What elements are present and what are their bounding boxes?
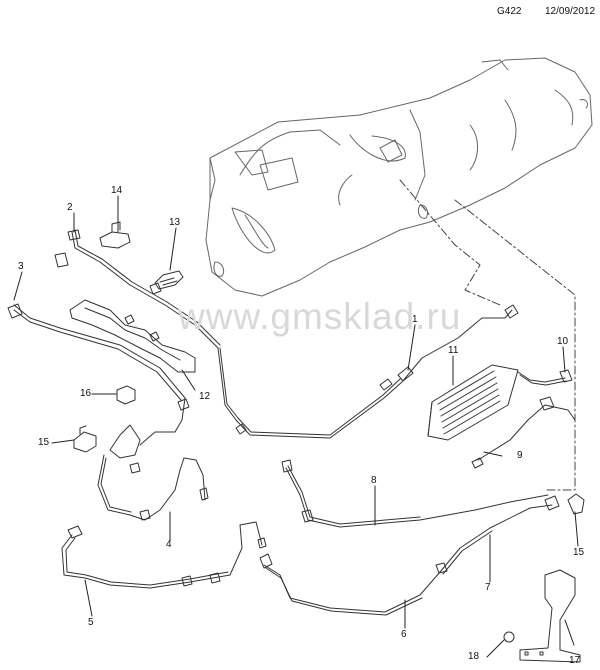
callout-11: 11 [448,345,459,356]
fuel-tank [205,57,593,297]
pipe-5 [61,521,263,589]
callout-7: 7 [485,582,491,593]
callout-12: 12 [199,391,211,402]
diagram-date: 12/09/2012 [545,6,596,17]
callout-8: 8 [371,475,377,486]
pipe-8 [285,467,549,528]
callout-3: 3 [18,261,24,272]
pipe-7 [439,504,553,573]
watermark: www.gmsklad.ru [178,296,462,337]
callout-1: 1 [412,314,418,325]
bracket-12 [69,299,196,373]
pipe-9 [477,404,576,461]
clip-15-left [73,431,97,453]
callout-5: 5 [88,617,94,628]
bracket-17 [519,569,581,663]
callout-6: 6 [401,629,407,640]
pipe-6 [263,564,441,613]
clip-16 [116,385,136,405]
callout-16: 16 [80,388,92,399]
pipe-4 [97,454,206,521]
callout-13: 13 [169,217,181,228]
pipe-2 [71,231,219,349]
pipe-3 [13,304,186,446]
pipe-10 [517,371,566,383]
callout-4: 4 [166,539,172,550]
callout-15-right: 15 [573,547,585,558]
cooler-11 [427,364,519,441]
clip-18 [503,631,515,643]
callout-10: 10 [557,336,569,347]
clip-13 [154,270,184,290]
callout-9: 9 [517,450,523,461]
diagram-code: G422 [497,6,522,17]
clip-15-right [567,493,585,515]
pipe-1 [217,309,513,439]
callout-15-left: 15 [38,437,50,448]
clip-14 [99,231,131,249]
callout-14: 14 [111,185,123,196]
callout-2: 2 [67,202,73,213]
callout-18: 18 [468,651,480,662]
callout-17: 17 [569,655,581,666]
